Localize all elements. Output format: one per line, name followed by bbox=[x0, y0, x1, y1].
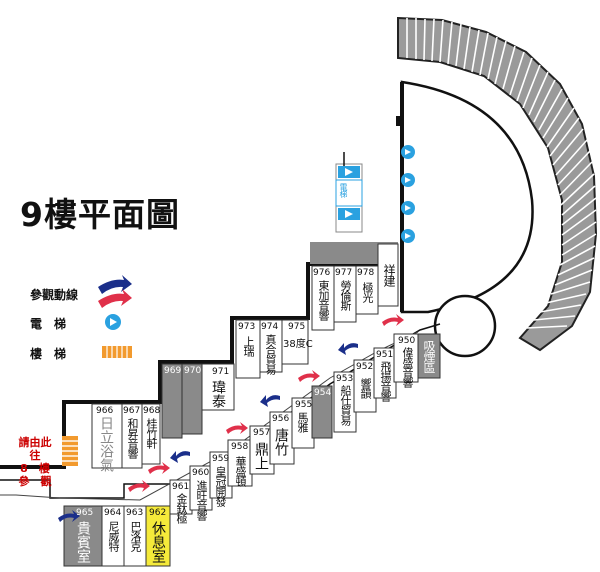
booth-name: 38度C bbox=[283, 339, 313, 350]
booth-name: 上瑞 bbox=[242, 336, 255, 356]
stairs-graphic bbox=[62, 436, 78, 466]
route-arrow bbox=[148, 462, 170, 474]
booth-name: 飛揚音響 bbox=[379, 361, 392, 401]
booth-name: 貴賓室 bbox=[75, 521, 91, 563]
booth-name: 瑋泰 bbox=[210, 380, 226, 408]
page-title: 9樓平面圖 bbox=[20, 195, 180, 234]
elevator-icons bbox=[401, 145, 415, 243]
legend-route-label: 參觀動線 bbox=[30, 288, 79, 302]
booth-number: 976 bbox=[313, 268, 331, 278]
booth-number: 977 bbox=[335, 268, 353, 278]
booth-number: 969 bbox=[164, 366, 182, 376]
booth-number: 950 bbox=[398, 336, 416, 346]
booth-number: 954 bbox=[314, 388, 332, 398]
booth-name: 真合貿易 bbox=[264, 334, 277, 374]
legend-stairs-icon bbox=[102, 346, 132, 358]
booth-number: 973 bbox=[238, 322, 256, 332]
booth-name: 皇冠開發 bbox=[214, 466, 227, 506]
booth-number: 966 bbox=[96, 406, 114, 416]
booth-number: 963 bbox=[126, 508, 144, 518]
legend-stairs-label: 樓 梯 bbox=[30, 347, 67, 361]
booth-name: 尼威特 bbox=[107, 521, 120, 551]
booth-name: 東加音響 bbox=[317, 280, 330, 320]
outer-wall bbox=[0, 262, 398, 469]
booth-number: 961 bbox=[172, 482, 190, 492]
stairs-note-line: 參 觀 bbox=[18, 475, 52, 488]
booth-number: 974 bbox=[261, 322, 279, 332]
booth-name: 金鈦極 bbox=[175, 493, 188, 523]
wall-block bbox=[310, 242, 398, 264]
booths bbox=[63, 243, 441, 567]
booth-number: 960 bbox=[192, 468, 210, 478]
booth-number: 962 bbox=[149, 508, 167, 518]
booth-name: 響韻 bbox=[359, 378, 372, 398]
booth-number: 951 bbox=[376, 350, 394, 360]
booth-number: 959 bbox=[212, 454, 230, 464]
booth-name: 休息室 bbox=[150, 521, 166, 563]
booth-name: 祥建 bbox=[382, 264, 396, 286]
booth-number: 953 bbox=[336, 374, 354, 384]
booth-number: 965 bbox=[76, 508, 94, 518]
stairs-note: 請由此往 8 樓 參 觀 bbox=[14, 436, 56, 488]
booth-name: 偉盛音響 bbox=[401, 347, 414, 387]
stairs-note-line: 請由此往 bbox=[18, 436, 52, 462]
booth-name: 馬雅 bbox=[296, 412, 309, 432]
stage-area bbox=[400, 80, 534, 314]
booth-name: 船仕貿易 bbox=[339, 385, 352, 425]
booth-number: 957 bbox=[253, 428, 271, 438]
booth-name: 進旺音響 bbox=[195, 480, 208, 520]
booth-name: 和昇音響 bbox=[126, 418, 139, 458]
legend-elevator-icon bbox=[105, 314, 121, 330]
elevator-bank bbox=[335, 163, 363, 233]
booth-number: 956 bbox=[272, 414, 290, 424]
booth-name: 日立浴氣 bbox=[98, 416, 114, 472]
stairs-note-line: 8 樓 bbox=[20, 462, 50, 475]
elevator-label: 電梯 bbox=[339, 183, 348, 197]
booth-name: 鼎上 bbox=[253, 442, 269, 470]
round-pillar bbox=[433, 294, 497, 358]
booth-name: 華盛頓 bbox=[234, 456, 247, 486]
booth-name: 極光 bbox=[361, 282, 374, 302]
legend-elevator-label: 電 梯 bbox=[30, 317, 67, 331]
booth-number: 964 bbox=[104, 508, 122, 518]
smoking-area-label: 吸煙區 bbox=[422, 340, 436, 373]
arena-seating bbox=[397, 16, 598, 352]
legend-route-icon bbox=[98, 275, 132, 308]
booth-number: 970 bbox=[184, 366, 202, 376]
booth-number: 978 bbox=[357, 268, 375, 278]
booth-number: 971 bbox=[212, 367, 230, 377]
booth-name: 巴洛克 bbox=[129, 521, 142, 551]
booth-number: 952 bbox=[356, 362, 374, 372]
booth-name: 唐竹 bbox=[273, 428, 289, 456]
booth-name: 勞倫斯 bbox=[339, 280, 352, 310]
booth-number: 955 bbox=[295, 400, 313, 410]
route-arrows bbox=[58, 314, 404, 522]
booth-number: 975 bbox=[288, 322, 306, 332]
booth-number: 958 bbox=[231, 442, 249, 452]
booth-number: 968 bbox=[143, 406, 161, 416]
booth-number: 967 bbox=[123, 406, 141, 416]
booth-name: 桂竹軒 bbox=[145, 418, 158, 448]
